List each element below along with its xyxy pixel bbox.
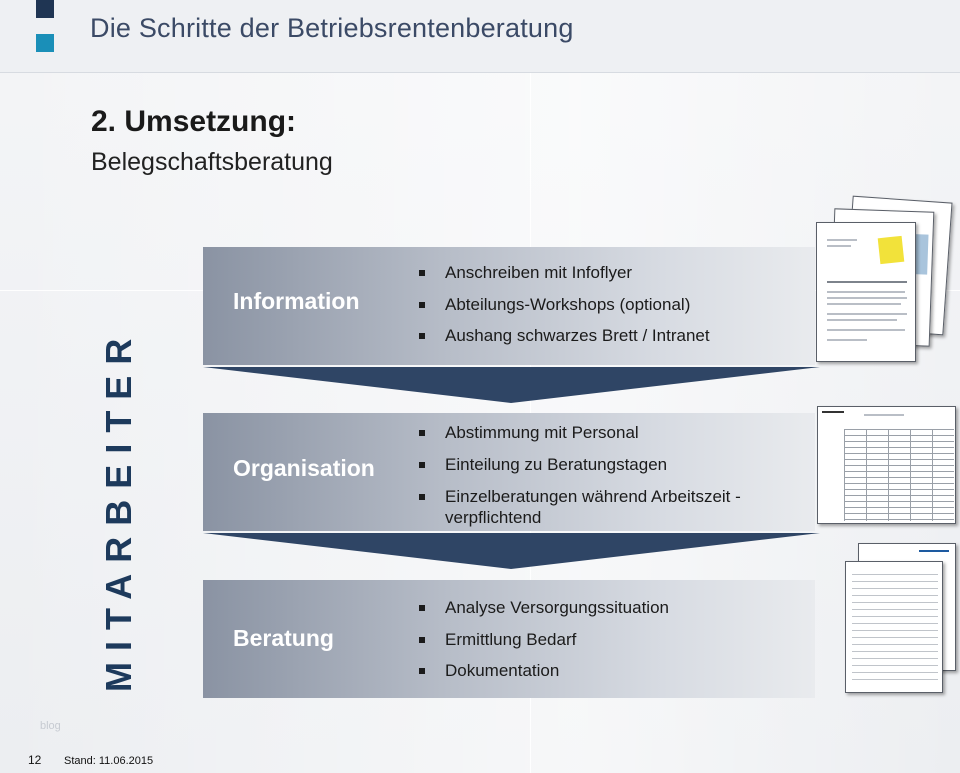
bullet-list: Anschreiben mit Infoflyer Abteilungs-Wor… [419,257,710,352]
form-lines [852,574,938,686]
step-band-organisation: Organisation Abstimmung mit Personal Ein… [203,413,815,531]
step-title: Beratung [233,625,334,651]
bullet-item: Analyse Versorgungssituation [419,592,669,624]
section-subheading: Belegschaftsberatung [91,148,333,176]
vertical-label: MITARBEITER [98,327,139,692]
bullet-item: Dokumentation [419,655,669,687]
schedule-table [844,429,954,521]
bullet-item: Ermittlung Bedarf [419,624,669,656]
document-page [816,222,916,362]
logo-square-accent [36,34,54,52]
bullet-item: Einteilung zu Beratungstagen [419,449,779,481]
page-number: 12 [28,753,42,767]
footer-date: Stand: 11.06.2015 [64,755,154,767]
step-title: Organisation [233,455,375,481]
bullet-item: Einzelberatungen während Arbeitszeit - v… [419,486,779,528]
step-title: Information [233,288,360,314]
step-band-information: Information Anschreiben mit Infoflyer Ab… [203,247,815,365]
watermark-text: blog [40,720,61,732]
down-arrow-chevron [203,533,820,569]
sticky-note-icon [877,235,905,265]
document-thumbnail-schedule [817,406,956,524]
document-page [845,561,943,693]
step-band-beratung: Beratung Analyse Versorgungssituation Er… [203,580,815,698]
bullet-item: Abstimmung mit Personal [419,417,779,449]
slide-title: Die Schritte der Betriebsrentenberatung [90,13,574,43]
down-arrow-chevron [203,367,820,403]
bullet-list: Abstimmung mit Personal Einteilung zu Be… [419,417,779,528]
bullet-list: Analyse Versorgungssituation Ermittlung … [419,592,669,687]
bullet-item: Aushang schwarzes Brett / Intranet [419,320,710,352]
slide-header: Die Schritte der Betriebsrentenberatung [0,0,960,73]
logo-square-dark [36,0,54,18]
bullet-item: Anschreiben mit Infoflyer [419,257,710,289]
section-heading: 2. Umsetzung: [91,105,297,138]
bullet-item: Abteilungs-Workshops (optional) [419,289,710,321]
